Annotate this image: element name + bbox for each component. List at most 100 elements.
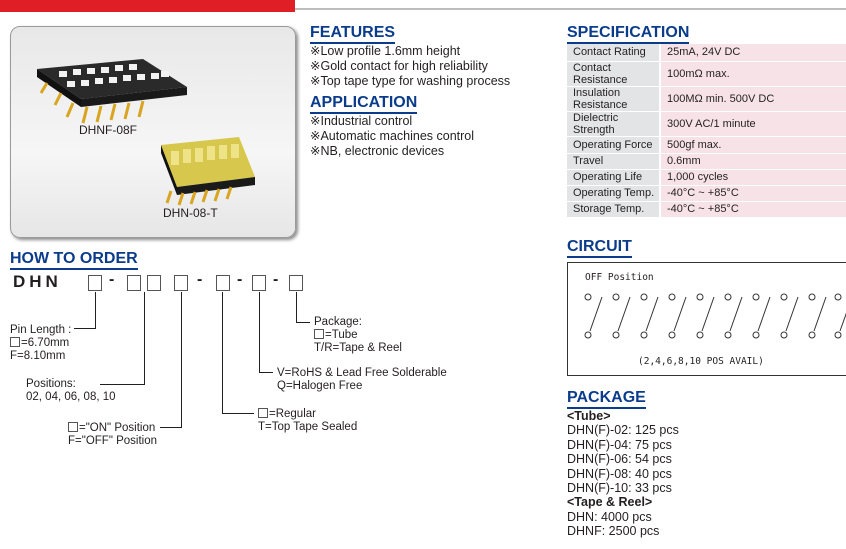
spec-key: Travel (567, 153, 661, 170)
order-box-tape (216, 275, 230, 291)
leader-line (296, 292, 297, 322)
list-item: DHN(F)-08: 40 pcs (567, 466, 672, 481)
features-title: FEATURES (310, 24, 396, 44)
leader-line (144, 292, 145, 384)
contact-5 (696, 293, 715, 339)
pin-length-label: Pin Length : =6.70mm F=8.10mm (10, 324, 72, 362)
leader-line (95, 292, 96, 328)
header-rule (295, 8, 846, 10)
contact-3 (640, 293, 659, 339)
order-box-positions-2 (147, 275, 161, 291)
list-item: DHNF: 2500 pcs (567, 524, 660, 539)
leader-line (160, 427, 182, 428)
contact-8 (780, 293, 799, 339)
list-item: DHN(F)-04: 75 pcs (567, 437, 672, 452)
order-box-pin-length (88, 275, 102, 291)
product-photo-panel: DHNF-08F DHN-08-T (10, 26, 296, 238)
leader-line (222, 413, 254, 414)
rohs-label: V=RoHS & Lead Free Solderable Q=Halogen … (277, 367, 447, 392)
switch-contacts-diagram (584, 293, 846, 339)
circuit-title: CIRCUIT (567, 238, 632, 258)
list-item: DHN(F)-06: 54 pcs (567, 452, 672, 467)
dhnf-08f-switch-image (37, 59, 187, 124)
table-row: Operating Temp.-40°C ~ +85°C (567, 185, 846, 202)
product-photo (37, 59, 255, 206)
spec-value: 25mA, 24V DC (660, 44, 846, 62)
leader-line (296, 322, 310, 323)
spec-key: Operating Life (567, 169, 661, 186)
specification-title: SPECIFICATION (567, 24, 690, 44)
order-box-package (289, 275, 303, 291)
spec-key: Insulation Resistance (567, 86, 661, 112)
leader-line (181, 292, 182, 427)
package-code-label: Package: =Tube T/R=Tape & Reel (314, 316, 402, 354)
application-list: ※Industrial control ※Automatic machines … (310, 114, 474, 159)
positions-label: Positions: 02, 04, 06, 08, 10 (26, 378, 116, 403)
list-item: DHN: 4000 pcs (567, 509, 652, 524)
contact-2 (612, 293, 631, 339)
photo-caption-dhn-t: DHN-08-T (163, 206, 218, 220)
spec-key: Contact Resistance (567, 61, 661, 87)
spec-key: Contact Rating (567, 44, 661, 62)
order-dash: - (109, 271, 115, 288)
list-item: ※Top tape type for washing process (310, 74, 511, 88)
blank-box-icon (258, 408, 268, 418)
spec-key: Operating Temp. (567, 185, 661, 202)
photo-caption-dhnf: DHNF-08F (79, 123, 138, 137)
leader-line (259, 292, 260, 372)
package-title: PACKAGE (567, 389, 646, 409)
spec-value: -40°C ~ +85°C (660, 201, 846, 218)
blank-box-icon (68, 422, 78, 432)
spec-value: 300V AC/1 minute (660, 111, 846, 137)
leader-line (222, 292, 223, 413)
contact-6 (724, 293, 743, 339)
application-title: APPLICATION (310, 94, 418, 114)
spec-value: -40°C ~ +85°C (660, 185, 846, 202)
list-item: ※Automatic machines control (310, 129, 475, 143)
order-dash: - (273, 271, 279, 288)
circuit-note: (2,4,6,8,10 POS AVAIL) (638, 356, 764, 367)
leader-line (74, 328, 96, 329)
spec-value: 0.6mm (660, 153, 846, 170)
contact-4 (668, 293, 687, 339)
contact-10 (834, 293, 846, 339)
spec-value: 100MΩ min. 500V DC (660, 86, 846, 112)
circuit-off-label: OFF Position (585, 272, 654, 283)
leader-line (259, 372, 273, 373)
spec-key: Operating Force (567, 136, 661, 154)
contact-7 (752, 293, 771, 339)
on-off-label: ="ON" Position F="OFF" Position (68, 422, 158, 447)
order-box-on-off (174, 275, 188, 291)
spec-key: Dielectric Strength (567, 111, 661, 137)
table-row: Storage Temp.-40°C ~ +85°C (567, 201, 846, 218)
spec-value: 100mΩ max. (660, 61, 846, 87)
blank-box-icon (314, 329, 324, 339)
how-to-order-title: HOW TO ORDER (10, 250, 138, 270)
list-item: DHN(F)-02: 125 pcs (567, 423, 679, 438)
circuit-diagram: OFF Position (2,4,6,8,10 POS AVAIL) (567, 262, 846, 376)
contact-9 (808, 293, 827, 339)
list-item: ※Gold contact for high reliability (310, 59, 488, 73)
reel-header: <Tape & Reel> (567, 495, 653, 510)
order-box-rohs (252, 275, 266, 291)
features-list: ※Low profile 1.6mm height ※Gold contact … (310, 44, 510, 89)
order-dash: - (197, 271, 203, 288)
package-list: <Tube> DHN(F)-02: 125 pcs DHN(F)-04: 75 … (567, 409, 679, 539)
list-item: ※NB, electronic devices (310, 144, 445, 158)
order-dash: - (237, 271, 243, 288)
blank-box-icon (10, 337, 20, 347)
order-code-prefix: DHN (13, 272, 62, 291)
order-box-positions-1 (127, 275, 141, 291)
list-item: DHN(F)-10: 33 pcs (567, 481, 672, 496)
list-item: ※Industrial control (310, 114, 413, 128)
leader-line (100, 384, 145, 385)
tube-header: <Tube> (567, 409, 611, 423)
